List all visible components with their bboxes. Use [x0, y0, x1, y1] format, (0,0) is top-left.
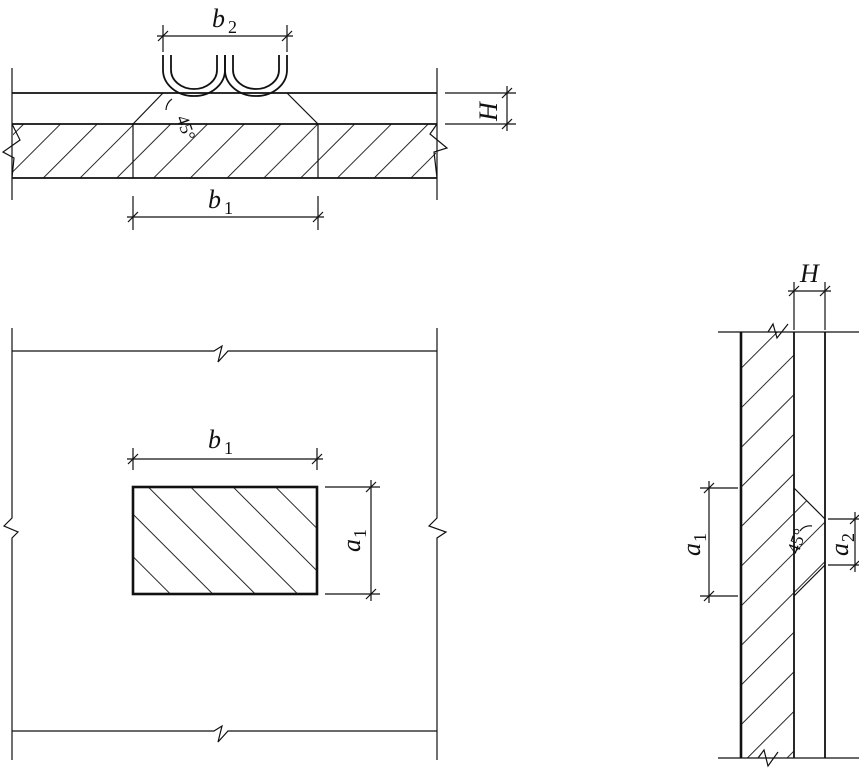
svg-text:1: 1: [224, 438, 233, 458]
dim-label-h-side: H: [799, 259, 820, 288]
dim-label-a2-side: a: [825, 543, 854, 556]
u-shape-right: [224, 55, 288, 97]
plan-loaded-area: [133, 487, 317, 594]
u-shape-left: [162, 55, 226, 97]
svg-text:1: 1: [350, 529, 370, 538]
side-hatched-region: [741, 332, 825, 758]
elevation-hatched-band: [13, 124, 436, 178]
svg-text:2: 2: [838, 533, 858, 542]
svg-text:1: 1: [690, 533, 710, 542]
side-section-view: 45° H a 1 a 2: [677, 259, 859, 768]
plan-view: b 1 a 1: [2, 328, 448, 760]
dim-label-b2: b: [212, 4, 225, 33]
dim-label-b1-plan: b: [208, 425, 221, 454]
elevation-view: 45° b 2 b 1 H: [1, 4, 516, 230]
dim-label-a1-plan: a: [337, 539, 366, 552]
svg-text:2: 2: [228, 17, 237, 37]
dim-label-b1-top: b: [208, 185, 221, 214]
dim-label-a1-side: a: [677, 543, 706, 556]
svg-text:1: 1: [224, 198, 233, 218]
dim-label-h-top: H: [474, 101, 503, 122]
